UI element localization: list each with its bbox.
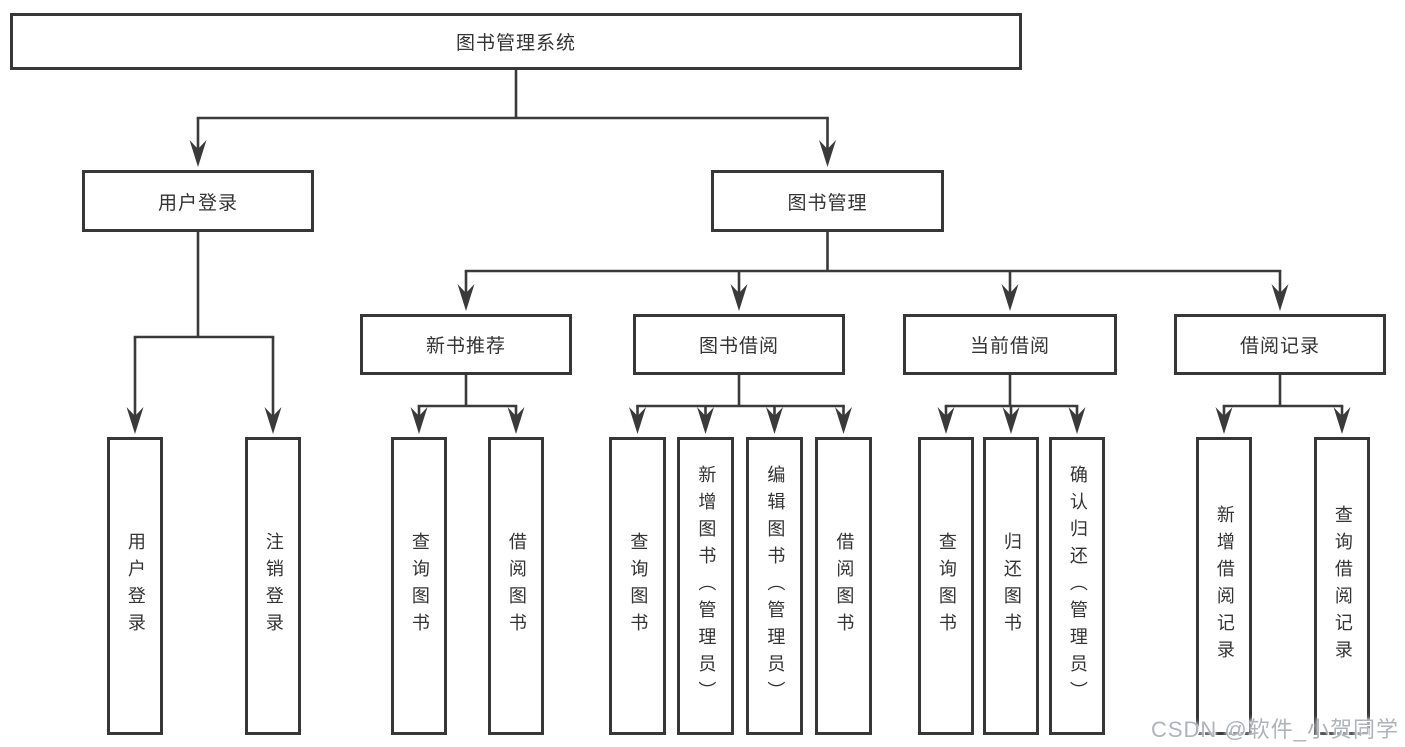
node-label: 借阅记录 [1239,336,1320,357]
node-user-login-branch: 用户登录 [82,170,314,232]
node-leaf-confirm-return-admin: 确认归还（管理员） [1049,437,1105,735]
node-leaf-return-books: 归还图书 [983,437,1039,735]
node-leaf-query-books: 查询图书 [609,437,666,735]
node-label: 用户登录 [125,532,146,640]
node-leaf-user-login: 用户登录 [107,437,163,735]
node-label: 新书推荐 [425,336,506,357]
node-label: 借阅图书 [506,532,527,640]
node-label: 借阅图书 [834,532,855,640]
node-label: 图书管理系统 [455,33,576,54]
node-label: 查询图书 [628,532,649,640]
node-label: 图书管理 [787,192,868,214]
node-label: 确认归还（管理员） [1067,464,1088,708]
node-leaf-query-books: 查询图书 [918,437,974,735]
node-leaf-add-books-admin: 新增图书（管理员） [677,437,734,735]
node-leaf-query-borrow-record: 查询借阅记录 [1314,437,1370,735]
node-leaf-query-books: 查询图书 [391,437,447,735]
node-leaf-edit-books-admin: 编辑图书（管理员） [746,437,803,735]
node-label: 归还图书 [1001,532,1022,640]
node-label: 图书借阅 [698,336,779,357]
node-label: 编辑图书（管理员） [765,464,786,708]
node-leaf-logout: 注销登录 [245,437,301,735]
node-library-management-system: 图书管理系统 [10,13,1022,70]
node-book-management-branch: 图书管理 [711,170,944,232]
node-label: 注销登录 [263,532,284,640]
node-label: 查询借阅记录 [1332,505,1353,667]
node-label: 新增借阅记录 [1214,505,1235,667]
node-leaf-borrow-books: 借阅图书 [815,437,872,735]
node-label: 当前借阅 [969,336,1050,357]
node-label: 用户登录 [157,192,238,214]
node-current-borrowing: 当前借阅 [903,314,1117,375]
node-leaf-borrow-books: 借阅图书 [488,437,544,735]
node-borrowing-records: 借阅记录 [1174,314,1386,375]
node-new-book-recommendation: 新书推荐 [360,314,572,375]
node-label: 新增图书（管理员） [696,464,717,708]
node-leaf-add-borrow-record: 新增借阅记录 [1196,437,1252,735]
node-label: 查询图书 [409,532,430,640]
node-book-borrowing: 图书借阅 [633,314,845,375]
node-label: 查询图书 [936,532,957,640]
